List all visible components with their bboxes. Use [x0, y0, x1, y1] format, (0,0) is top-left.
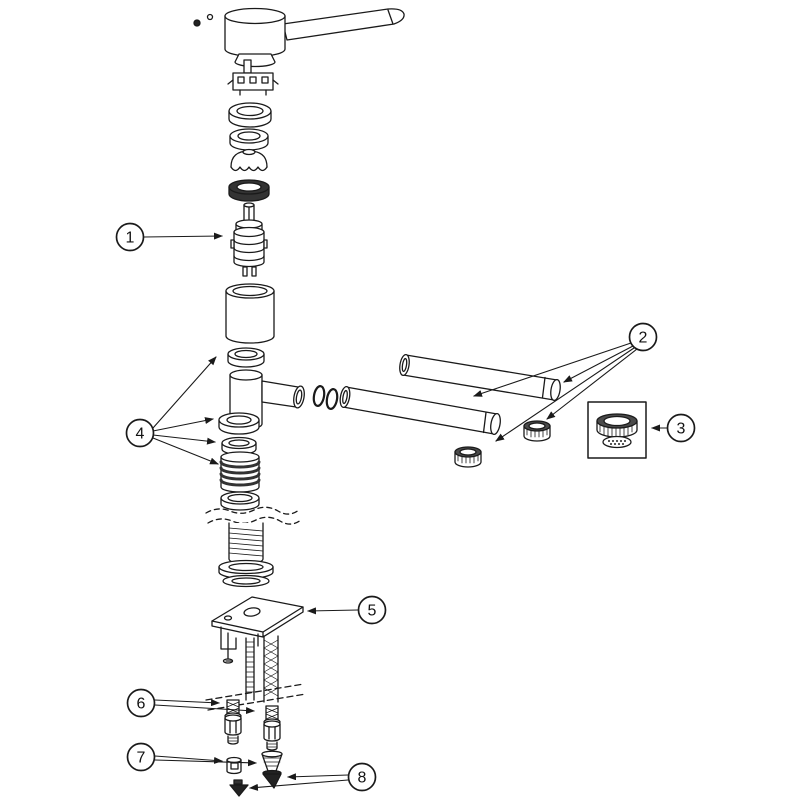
- threaded-shank: [228, 522, 264, 565]
- o-rings: [312, 385, 339, 410]
- lever-handle-assembly: [193, 7, 405, 68]
- dome-seal: [230, 148, 268, 172]
- seal-ring-upper: [218, 412, 260, 435]
- flange-washers: [218, 559, 274, 588]
- svg-text:6: 6: [137, 696, 146, 713]
- svg-text:5: 5: [368, 603, 377, 620]
- callout-1: 1: [115, 222, 145, 252]
- aerator-assembly: [587, 401, 647, 459]
- body-sleeve: [225, 283, 275, 344]
- svg-text:1: 1: [126, 230, 135, 247]
- friction-ring: [228, 179, 270, 202]
- supply-lines: [245, 635, 279, 703]
- callout-8: 8: [347, 762, 377, 792]
- cover-ring: [228, 102, 272, 128]
- seal-tip-left: [229, 779, 249, 797]
- callout-2: 2: [628, 322, 658, 352]
- callout-leaders: [143, 232, 668, 791]
- spout-tube-lower: [339, 385, 501, 436]
- bearing-ring: [229, 128, 269, 151]
- sleeve-ring: [227, 347, 265, 368]
- seal-stack: [219, 451, 261, 493]
- filter-insert: [226, 756, 242, 775]
- handle-adapter: [227, 59, 279, 96]
- svg-text:2: 2: [639, 330, 648, 347]
- swivel-nut-b: [523, 420, 551, 442]
- callout-5: 5: [357, 595, 387, 625]
- break-lines-lower: [205, 683, 307, 711]
- break-lines-upper: [205, 506, 303, 525]
- mounting-bracket: [211, 596, 304, 664]
- svg-text:7: 7: [137, 750, 146, 767]
- hose-connector-left: [224, 699, 242, 745]
- svg-text:8: 8: [358, 770, 367, 787]
- base-ring: [220, 491, 260, 511]
- callout-3: 3: [666, 413, 696, 443]
- callout-6: 6: [126, 688, 156, 718]
- svg-text:3: 3: [677, 421, 686, 438]
- callout-7: 7: [126, 742, 156, 772]
- svg-text:4: 4: [136, 426, 145, 443]
- seal-tip-right: [262, 769, 282, 789]
- callout-4: 4: [125, 418, 155, 448]
- hose-connector-right: [263, 705, 281, 751]
- spout-tube-upper: [399, 353, 561, 402]
- seal-ring-lower: [221, 436, 257, 456]
- cartridge: [230, 202, 268, 277]
- check-valve: [261, 750, 283, 772]
- swivel-nut-a: [454, 446, 482, 468]
